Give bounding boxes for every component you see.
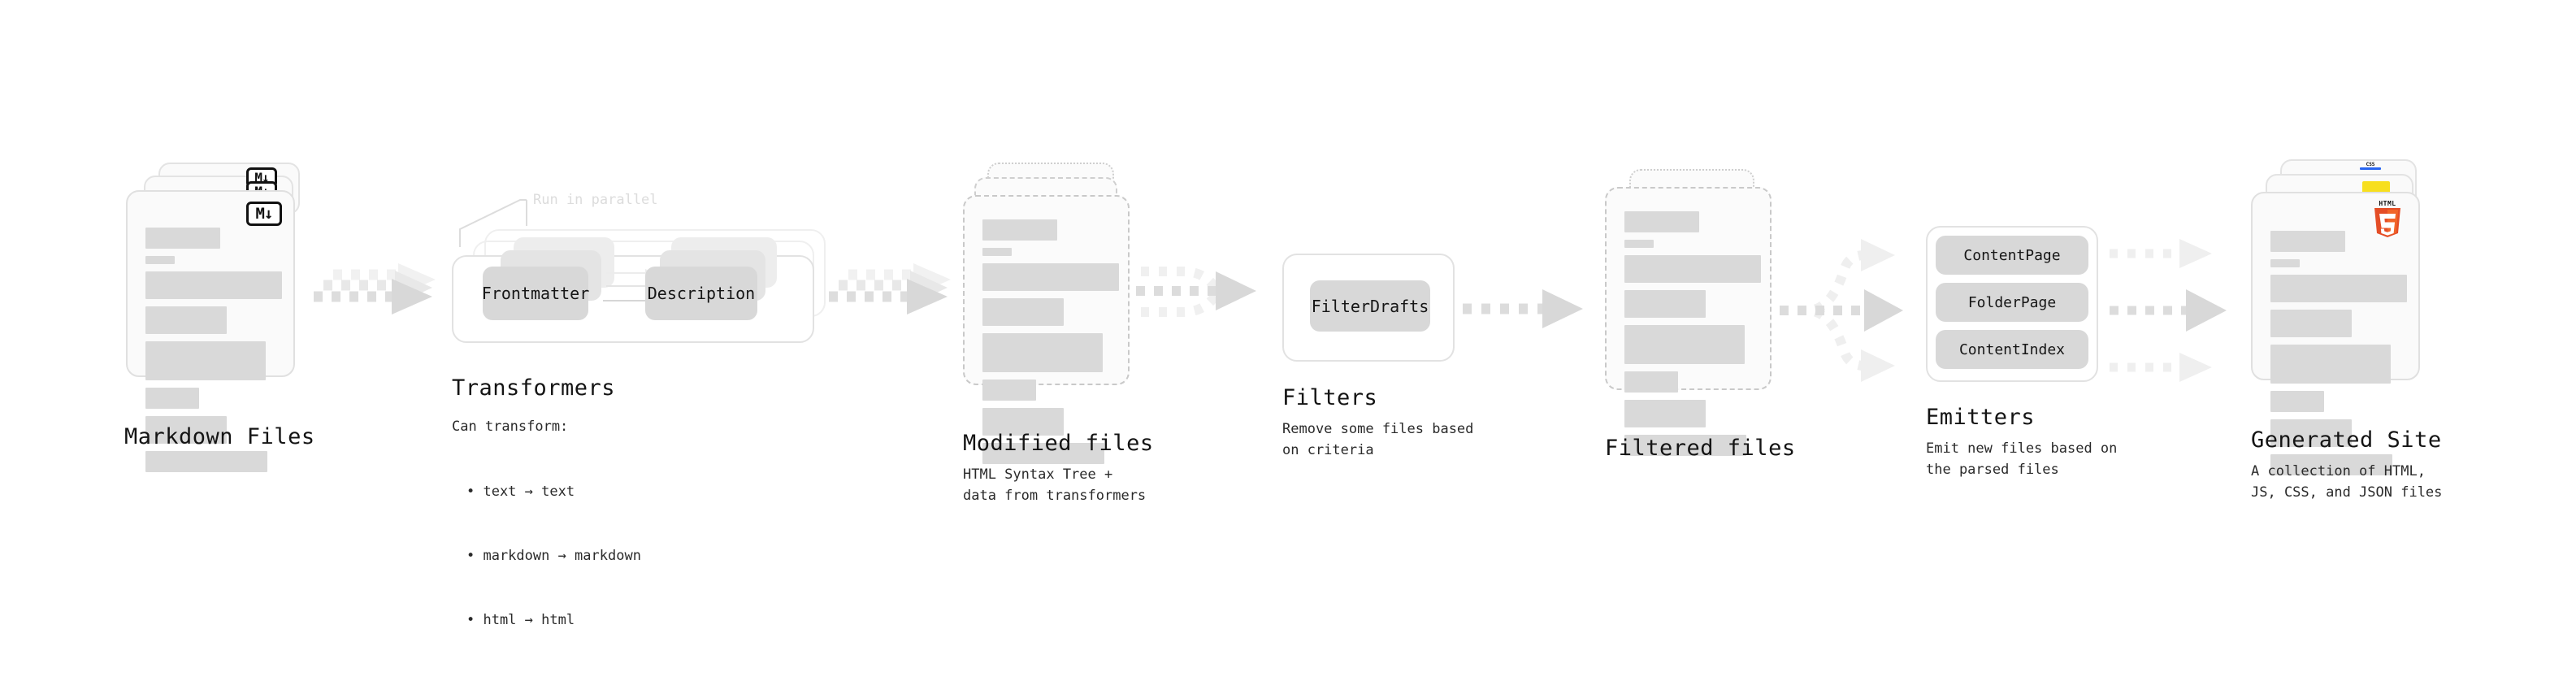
run-in-parallel-bracket bbox=[459, 199, 527, 247]
connector-emitters-to-site bbox=[2110, 239, 2227, 382]
content-bar bbox=[2270, 419, 2352, 447]
content-bar bbox=[145, 306, 227, 334]
emitter-chip-contentindex[interactable]: ContentIndex bbox=[1936, 330, 2088, 369]
content-bar bbox=[2270, 275, 2407, 302]
css-badge: CSS bbox=[2360, 162, 2381, 170]
transformers-bullets-intro: Can transform: bbox=[452, 419, 569, 435]
bullet-item: • text → text bbox=[466, 483, 575, 500]
content-bar bbox=[2270, 391, 2324, 412]
content-bar bbox=[145, 341, 266, 380]
html5-badge: HTML bbox=[2371, 200, 2404, 237]
content-bar bbox=[145, 256, 175, 264]
file-card-content bbox=[982, 219, 1119, 471]
chip-label: ContentPage bbox=[1963, 246, 2061, 264]
chip-label: Frontmatter bbox=[481, 284, 590, 303]
css-badge-label: CSS bbox=[2366, 162, 2375, 167]
content-bar bbox=[982, 380, 1036, 401]
content-bar bbox=[2270, 259, 2300, 267]
bullet-item: • html → html bbox=[466, 611, 575, 628]
filtered-file-card bbox=[1605, 187, 1772, 456]
bullet-item: • markdown → markdown bbox=[466, 547, 641, 564]
html5-shield-icon bbox=[2374, 208, 2400, 237]
content-bar bbox=[1624, 371, 1678, 393]
html5-badge-label: HTML bbox=[2379, 200, 2396, 207]
run-in-parallel-label: Run in parallel bbox=[533, 192, 658, 208]
content-bar bbox=[982, 298, 1064, 326]
chip-label: Description bbox=[647, 284, 756, 303]
content-bar bbox=[1624, 290, 1706, 318]
content-bar bbox=[1624, 435, 1746, 456]
transformer-chip-description[interactable]: Description bbox=[645, 267, 757, 320]
connector-modified-to-filters bbox=[1136, 267, 1256, 317]
stage-title-generated-site: Generated Site bbox=[2251, 427, 2442, 453]
modified-files-caption: HTML Syntax Tree + data from transformer… bbox=[963, 466, 1147, 504]
filters-caption: Remove some files based on criteria bbox=[1282, 421, 1474, 458]
connector-markdown-to-transformers bbox=[314, 263, 436, 314]
content-bar bbox=[145, 271, 282, 299]
stage-title-transformers: Transformers bbox=[452, 375, 616, 401]
content-bar bbox=[982, 263, 1119, 291]
generated-site-caption: A collection of HTML, JS, CSS, and JSON … bbox=[2251, 463, 2443, 501]
content-bar bbox=[982, 408, 1064, 436]
markdown-file-card: M↓ bbox=[126, 190, 295, 472]
stage-title-markdown-files: Markdown Files bbox=[124, 424, 315, 449]
markdown-badge-front: M↓ bbox=[246, 202, 282, 226]
chip-label: FilterDrafts bbox=[1311, 296, 1429, 316]
stage-title-emitters: Emitters bbox=[1926, 405, 2036, 430]
content-bar bbox=[982, 443, 1104, 464]
content-bar bbox=[2270, 454, 2392, 475]
content-bar bbox=[145, 388, 199, 409]
connector-filtered-to-emitters bbox=[1780, 239, 1903, 382]
connector-filters-to-filtered bbox=[1463, 289, 1583, 328]
content-bar bbox=[2270, 345, 2391, 384]
stage-title-modified-files: Modified files bbox=[963, 431, 1154, 456]
content-bar bbox=[145, 228, 220, 249]
transformers-bullet-list: • text → text • markdown → markdown • ht… bbox=[466, 438, 641, 674]
filter-chip-filterdrafts[interactable]: FilterDrafts bbox=[1310, 280, 1430, 332]
content-bar bbox=[982, 248, 1012, 256]
content-bar bbox=[1624, 240, 1654, 248]
file-card-content bbox=[1624, 211, 1761, 463]
connector-transformers-to-modified bbox=[829, 263, 951, 314]
chip-label: FolderPage bbox=[1967, 293, 2057, 311]
content-bar bbox=[1624, 211, 1699, 232]
content-bar bbox=[2270, 231, 2345, 252]
css-badge-underline bbox=[2360, 167, 2381, 170]
stage-title-filters: Filters bbox=[1282, 385, 1378, 410]
emitter-chip-folderpage[interactable]: FolderPage bbox=[1936, 283, 2088, 322]
modified-file-card bbox=[963, 195, 1130, 464]
content-bar bbox=[1624, 255, 1761, 283]
file-card-content bbox=[2270, 231, 2407, 483]
file-card-content bbox=[145, 228, 282, 479]
content-bar bbox=[982, 333, 1103, 372]
emitters-caption: Emit new files based on the parsed files bbox=[1926, 440, 2118, 478]
content-bar bbox=[145, 451, 267, 472]
content-bar bbox=[1624, 400, 1706, 427]
generated-site-card: HTML bbox=[2251, 192, 2420, 475]
stage-title-filtered-files: Filtered files bbox=[1605, 436, 1796, 461]
content-bar bbox=[982, 219, 1057, 241]
emitter-chip-contentpage[interactable]: ContentPage bbox=[1936, 236, 2088, 275]
chip-label: ContentIndex bbox=[1958, 340, 2066, 358]
content-bar bbox=[1624, 325, 1745, 364]
transformer-chip-frontmatter[interactable]: Frontmatter bbox=[481, 267, 590, 320]
content-bar bbox=[2270, 310, 2352, 337]
content-bar bbox=[145, 416, 227, 444]
